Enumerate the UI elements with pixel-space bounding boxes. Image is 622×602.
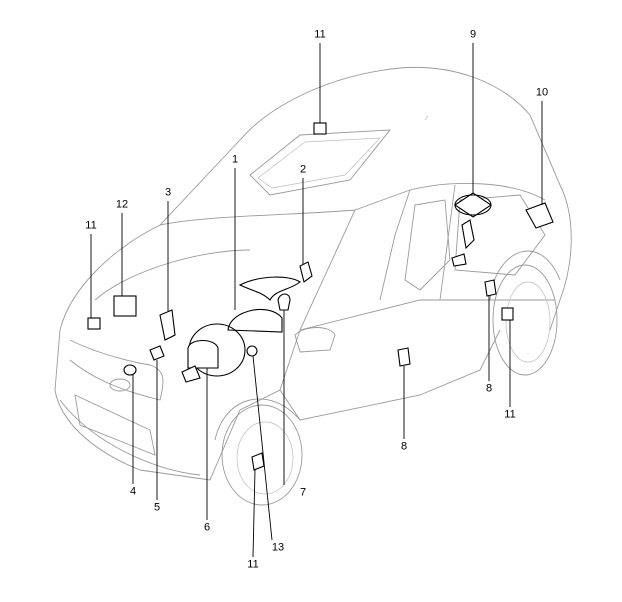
callout-9: 9 xyxy=(469,28,477,41)
side-sensor-8-rear xyxy=(484,279,497,297)
callout-4: 4 xyxy=(129,485,137,498)
sensor-11-rear xyxy=(501,307,514,321)
callout-11: 11 xyxy=(504,408,516,421)
curtain-airbag-9 xyxy=(454,192,492,218)
callout-3: 3 xyxy=(164,186,172,199)
leader-lines xyxy=(90,43,543,558)
callout-8: 8 xyxy=(485,382,493,395)
passenger-airbag-1 xyxy=(227,309,283,333)
callout-11: 11 xyxy=(85,219,97,232)
component-13 xyxy=(246,345,258,357)
sensor-11-front xyxy=(251,452,265,471)
component-5 xyxy=(149,345,165,361)
callout-1: 1 xyxy=(231,153,239,166)
callout-11: 11 xyxy=(314,28,326,41)
callout-7: 7 xyxy=(299,486,307,499)
component-7 xyxy=(277,293,291,311)
callout-11: 11 xyxy=(247,558,259,571)
callout-2: 2 xyxy=(299,163,307,176)
components xyxy=(87,122,554,471)
component-4 xyxy=(123,364,137,376)
callout-12: 12 xyxy=(115,198,129,211)
sensor-11-roof xyxy=(313,122,327,135)
callout-13: 13 xyxy=(271,541,285,554)
clock-spring-3 xyxy=(159,309,176,341)
component-2 xyxy=(299,261,313,283)
knee-airbag xyxy=(238,276,301,301)
driver-airbag-6 xyxy=(187,339,219,369)
car-body xyxy=(54,66,572,506)
callout-6: 6 xyxy=(203,521,211,534)
callout-5: 5 xyxy=(153,501,161,514)
callout-8: 8 xyxy=(400,440,408,453)
control-module-12 xyxy=(113,295,137,317)
callout-10: 10 xyxy=(535,86,549,99)
pretensioner-10 xyxy=(525,202,554,229)
side-sensor-8-door xyxy=(397,347,411,367)
sensor-11-left xyxy=(87,317,101,330)
